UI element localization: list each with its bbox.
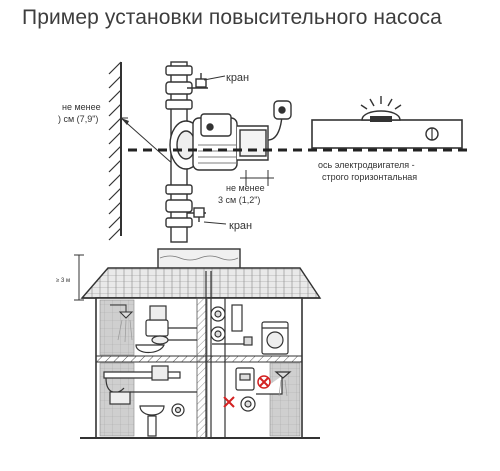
- top-valve: [187, 73, 208, 89]
- top-valve-label: кран: [226, 72, 249, 84]
- upper-right-pumps: [210, 304, 253, 346]
- floor-distance-label-1: не менее: [226, 183, 265, 193]
- floor-distance-dimension: [240, 170, 274, 186]
- washing-machine: [261, 321, 289, 355]
- lower-left-fixtures: [103, 365, 197, 437]
- roof: [80, 267, 322, 299]
- incorrect-mark-2: [257, 375, 271, 389]
- pump-installation-detail: не менее ) см (7,9") кран кран: [58, 61, 470, 243]
- axis-label-1: ось электродвигателя -: [318, 160, 415, 170]
- bottom-valve: [187, 207, 206, 222]
- wall-distance-label-1: не менее: [62, 102, 101, 112]
- wall-distance-dimension: не менее ) см (7,9"): [58, 102, 175, 166]
- upper-shower: [110, 304, 134, 343]
- incorrect-mark-1: [223, 396, 235, 408]
- height-marker: [74, 254, 84, 301]
- upper-left-fixtures: [135, 305, 197, 354]
- height-label: ≥ 3 м: [56, 278, 70, 284]
- pump: [169, 113, 269, 171]
- bottom-valve-label: кран: [229, 220, 252, 232]
- power-plug: [267, 100, 292, 141]
- lower-right-fixtures: [235, 367, 292, 412]
- wall-distance-label-2: ) см (7,9"): [58, 114, 98, 124]
- house-diagram: ≥ 3 м: [56, 248, 322, 439]
- spirit-level: [311, 96, 463, 149]
- wall: [108, 61, 122, 241]
- roof-tank: [157, 248, 241, 272]
- page-title: Пример установки повысительного насоса: [22, 6, 442, 29]
- axis-label-2: строго горизонтальная: [322, 172, 417, 182]
- vertical-pipe: [165, 61, 193, 243]
- floor-distance-label-2: 3 см (1,2"): [218, 195, 260, 205]
